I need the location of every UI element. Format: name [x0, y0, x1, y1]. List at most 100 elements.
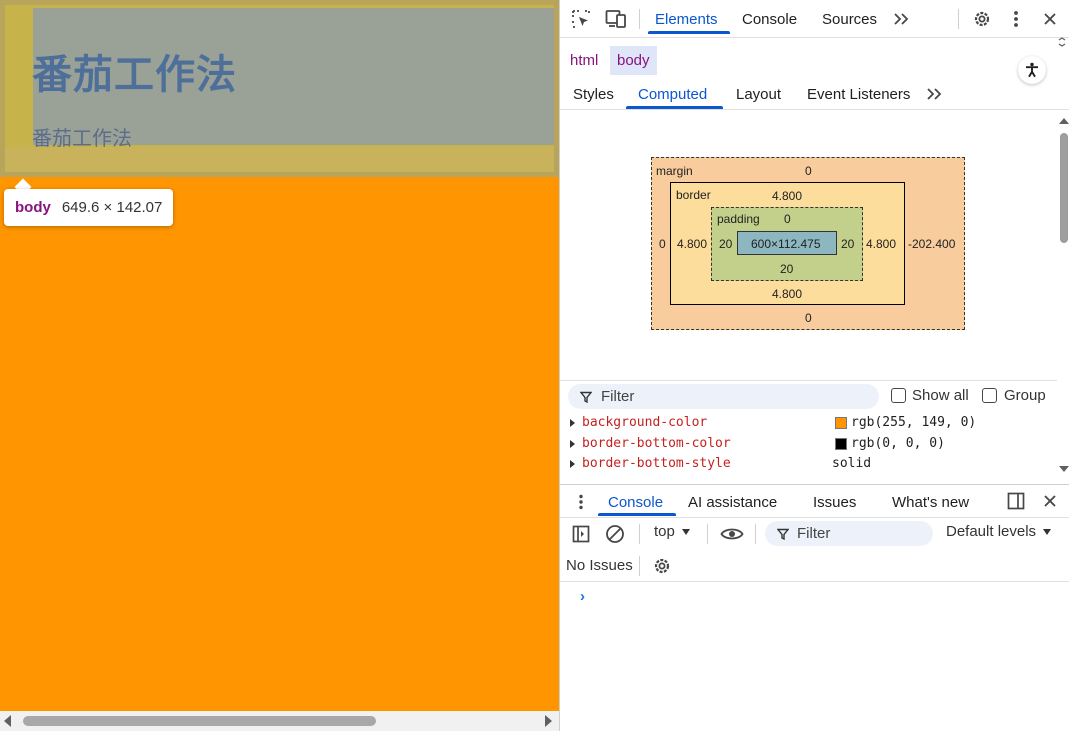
page-paragraph: 番茄工作法 — [32, 126, 132, 150]
console-filter-input[interactable]: Filter — [765, 521, 933, 546]
horizontal-scrollbar[interactable] — [0, 711, 559, 731]
drawer-tab-console[interactable]: Console — [608, 493, 664, 511]
chevron-down-icon — [681, 528, 690, 535]
computed-filter-row: Filter Show all Group — [560, 380, 1057, 412]
highlight-border — [0, 0, 559, 177]
expand-arrow-icon[interactable] — [570, 440, 575, 448]
border-top-value[interactable]: 4.800 — [772, 189, 803, 203]
page-viewport: 番茄工作法 番茄工作法 body 649.6 × 142.07 — [0, 0, 559, 731]
show-all-checkbox[interactable] — [891, 388, 906, 403]
breadcrumb-html[interactable]: html — [570, 52, 599, 69]
border-left-value[interactable]: 4.800 — [677, 237, 708, 251]
scroll-up-arrow-icon[interactable] — [1059, 118, 1069, 124]
context-label: top — [654, 523, 675, 540]
clear-console-icon[interactable] — [604, 523, 626, 545]
border-bottom-value[interactable]: 4.800 — [772, 287, 803, 301]
context-selector[interactable]: top — [654, 523, 690, 540]
toolbar-separator — [639, 9, 640, 29]
margin-top-value[interactable]: 0 — [805, 164, 812, 178]
more-tabs-icon[interactable] — [890, 8, 912, 30]
drawer-active-tab-indicator — [598, 513, 676, 516]
drawer-tab-whats-new[interactable]: What's new — [892, 493, 970, 511]
filter-icon — [777, 528, 789, 540]
page-heading: 番茄工作法 — [32, 52, 237, 98]
tab-console[interactable]: Console — [742, 10, 798, 28]
margin-bottom-value[interactable]: 0 — [805, 311, 812, 325]
settings-gear-icon[interactable] — [970, 7, 994, 31]
kebab-menu-icon[interactable] — [1005, 7, 1027, 31]
tab-event-listeners[interactable]: Event Listeners — [807, 85, 911, 103]
scroll-thumb[interactable] — [23, 716, 376, 726]
show-all-label[interactable]: Show all — [912, 387, 969, 404]
scroll-down-arrow-icon[interactable] — [1059, 466, 1069, 472]
padding-right-value[interactable]: 20 — [841, 237, 855, 251]
inspect-element-icon[interactable] — [570, 8, 592, 30]
padding-label: padding — [717, 212, 760, 226]
dock-drawer-icon[interactable] — [1005, 490, 1027, 512]
color-swatch[interactable] — [835, 438, 847, 450]
toolbar-separator — [755, 524, 756, 544]
property-name: border-bottom-color — [582, 436, 731, 451]
active-subtab-indicator — [626, 106, 723, 109]
console-prompt-chevron-icon[interactable]: › — [580, 588, 585, 605]
device-toolbar-icon[interactable] — [604, 8, 628, 30]
expand-arrow-icon[interactable] — [570, 419, 575, 427]
active-tab-indicator — [648, 31, 730, 34]
computed-scroll-thumb[interactable] — [1060, 133, 1068, 243]
drawer-tab-issues[interactable]: Issues — [813, 493, 857, 511]
dom-scroll-arrows-icon[interactable] — [1057, 36, 1067, 48]
margin-left-value[interactable]: 0 — [659, 237, 666, 251]
breadcrumb: html body — [560, 46, 1069, 84]
property-name: border-bottom-style — [582, 456, 731, 471]
drawer-menu-icon[interactable] — [571, 490, 591, 514]
tab-sources[interactable]: Sources — [822, 10, 878, 28]
chevron-down-icon — [1043, 528, 1052, 535]
computed-property-row[interactable]: border-bottom-color rgb(0, 0, 0) — [560, 434, 1057, 454]
group-checkbox[interactable] — [982, 388, 997, 403]
show-sidebar-icon[interactable] — [570, 523, 592, 545]
box-model-content[interactable] — [737, 231, 837, 255]
scroll-right-arrow-icon[interactable] — [545, 715, 552, 727]
content-size-value[interactable]: 600×112.475 — [751, 237, 821, 251]
log-levels-label: Default levels — [946, 523, 1037, 540]
filter-icon — [580, 391, 592, 403]
tab-layout[interactable]: Layout — [736, 85, 782, 103]
console-filter-placeholder: Filter — [797, 525, 831, 542]
accessibility-icon[interactable] — [1018, 56, 1046, 84]
margin-right-value[interactable]: -202.400 — [908, 237, 956, 251]
color-swatch[interactable] — [835, 417, 847, 429]
console-settings-gear-icon[interactable] — [651, 555, 673, 577]
live-expression-eye-icon[interactable] — [719, 523, 745, 545]
log-levels-dropdown[interactable]: Default levels — [946, 523, 1052, 540]
issues-count-text[interactable]: No Issues — [566, 557, 633, 574]
tooltip-dimensions: 649.6 × 142.07 — [61, 199, 163, 216]
drawer-tab-ai-assistance[interactable]: AI assistance — [688, 493, 778, 511]
tab-styles[interactable]: Styles — [573, 85, 614, 103]
more-subtabs-icon[interactable] — [923, 83, 945, 105]
border-right-value[interactable]: 4.800 — [866, 237, 897, 251]
elements-sub-tabs: Styles Computed Layout Event Listeners — [560, 78, 1069, 110]
tab-computed[interactable]: Computed — [638, 85, 708, 103]
scroll-left-arrow-icon[interactable] — [4, 715, 11, 727]
property-value: rgb(255, 149, 0) — [851, 415, 977, 430]
expand-arrow-icon[interactable] — [570, 460, 575, 468]
padding-bottom-value[interactable]: 20 — [780, 262, 794, 276]
padding-top-value[interactable]: 0 — [784, 212, 791, 226]
group-label[interactable]: Group — [1004, 387, 1046, 404]
toolbar-separator — [639, 524, 640, 544]
drawer-tab-bar: Console AI assistance Issues What's new — [560, 484, 1069, 518]
element-tooltip: body 649.6 × 142.07 — [4, 189, 174, 226]
close-icon[interactable] — [1039, 7, 1061, 31]
padding-left-value[interactable]: 20 — [719, 237, 733, 251]
border-label: border — [676, 188, 711, 202]
computed-property-row[interactable]: border-bottom-style solid — [560, 454, 1057, 474]
console-toolbar: top Filter Default levels — [560, 518, 1069, 550]
computed-property-row[interactable]: background-color rgb(255, 149, 0) — [560, 413, 1057, 433]
computed-filter-input[interactable]: Filter — [568, 384, 879, 409]
filter-placeholder: Filter — [601, 388, 635, 405]
tab-elements[interactable]: Elements — [655, 10, 718, 28]
breadcrumb-body[interactable]: body — [610, 46, 657, 75]
property-value: rgb(0, 0, 0) — [851, 436, 945, 451]
close-drawer-icon[interactable] — [1039, 490, 1061, 512]
highlight-content — [33, 8, 559, 145]
